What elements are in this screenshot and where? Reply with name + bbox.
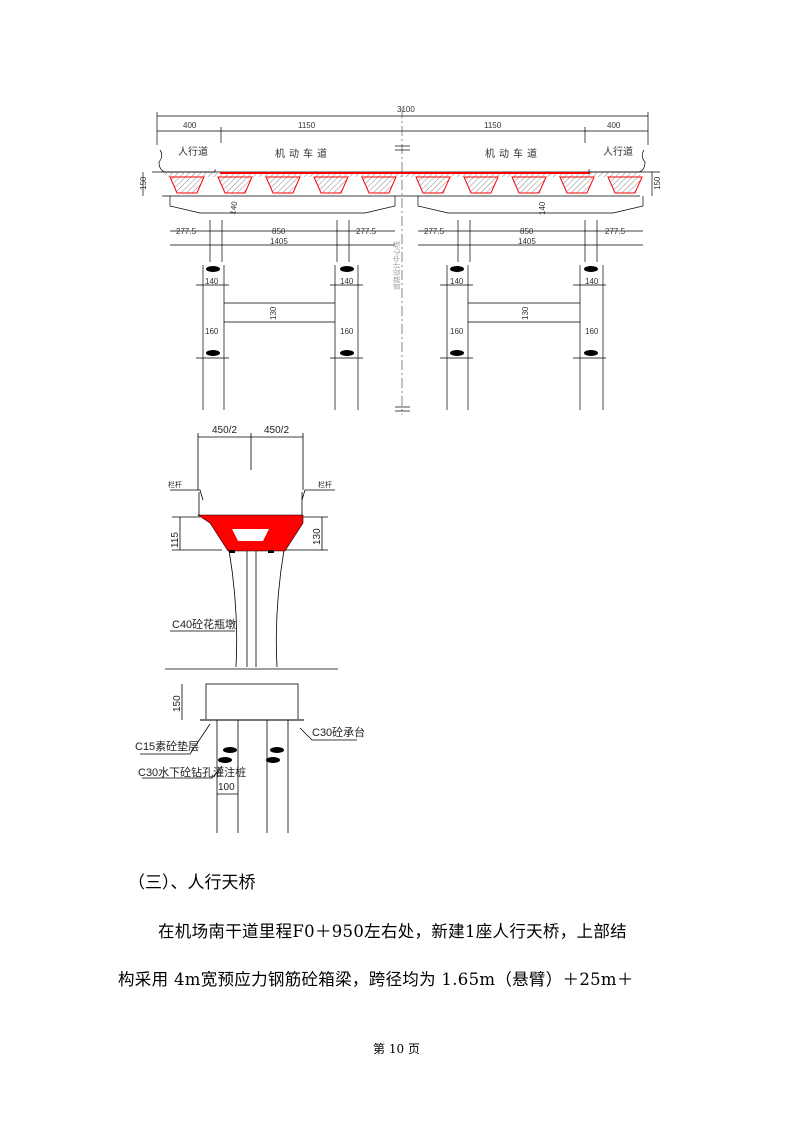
pile-width: 160 <box>585 327 599 336</box>
box-girder <box>265 176 301 194</box>
cap-height: 140 <box>538 201 547 215</box>
bridge-cross-section-drawing: 3100 400 1150 1150 400 人行道 人行道 机动车道 机动车道… <box>139 105 662 415</box>
sidewalk-label: 人行道 <box>603 145 633 158</box>
cap-height: 140 <box>228 200 239 215</box>
cap-dim: 277.5 <box>424 227 445 236</box>
section-heading: （三）、人行天桥 <box>128 873 256 893</box>
centerline-label: 道路设计中心线 <box>392 241 401 290</box>
box-girder <box>217 176 253 194</box>
box-girder <box>415 176 451 194</box>
cap-dim: 277.5 <box>356 227 377 236</box>
carriageway-label: 机动车道 <box>485 147 541 160</box>
box-girder <box>607 176 643 194</box>
column-width: 140 <box>450 277 464 286</box>
half-width-label: 450/2 <box>212 425 237 436</box>
pile-width: 160 <box>205 327 219 336</box>
pile-width: 160 <box>450 327 464 336</box>
cap-height: 150 <box>172 695 183 712</box>
span-label: 1150 <box>298 121 316 130</box>
pile-diameter: 100 <box>218 782 235 793</box>
sidewalk-label: 人行道 <box>178 145 208 158</box>
box-girder <box>463 176 499 194</box>
right-height: 130 <box>312 528 323 545</box>
span-label: 400 <box>607 121 621 130</box>
pier-label: C40砼花瓶墩 <box>172 617 236 631</box>
box-girder <box>313 176 349 194</box>
cap-dim: 277.5 <box>605 227 626 236</box>
cap-dim: 277.5 <box>176 227 197 236</box>
column-width: 140 <box>205 277 219 286</box>
railing-label: 栏杆 <box>318 480 332 489</box>
paragraph-line: 在机场南干道里程F0＋950左右处，新建1座人行天桥，上部结 <box>158 922 627 941</box>
box-girder <box>361 176 397 194</box>
deck-height: 150 <box>653 176 662 190</box>
carriageway-label: 机动车道 <box>275 147 331 160</box>
cap-total: 1405 <box>518 237 536 246</box>
pilecap-label: C30砼承台 <box>312 725 365 739</box>
tie-beam-height: 130 <box>269 306 278 320</box>
column-width: 140 <box>585 277 599 286</box>
span-label: 400 <box>183 121 197 130</box>
cap-dim: 850 <box>272 227 286 236</box>
deck-height: 150 <box>139 176 148 190</box>
page-number: 第 10 页 <box>373 1042 420 1056</box>
cap-dim: 850 <box>520 227 534 236</box>
box-girder <box>511 176 547 194</box>
pile-width: 160 <box>340 327 354 336</box>
box-girder <box>169 176 205 194</box>
tie-beam-height: 130 <box>521 306 530 320</box>
railing-label: 栏杆 <box>168 480 182 489</box>
cap-total: 1405 <box>270 237 288 246</box>
pile-label: C30水下砼钻孔灌注桩 <box>138 765 246 779</box>
footbridge-pier-drawing: 450/2 450/2 栏杆 栏杆 115 130 C40砼花瓶墩 150 C1… <box>135 425 365 833</box>
total-width-label: 3100 <box>397 105 415 114</box>
box-girder <box>559 176 595 194</box>
half-width-label: 450/2 <box>264 425 289 436</box>
span-label: 1150 <box>484 121 502 130</box>
cushion-label: C15素砼垫层 <box>135 739 199 753</box>
left-height: 115 <box>170 532 181 548</box>
paragraph-line: 构采用 4m宽预应力钢筋砼箱梁，跨径均为 1.65m（悬臂）＋25m＋ <box>118 970 634 989</box>
column-width: 140 <box>340 277 354 286</box>
